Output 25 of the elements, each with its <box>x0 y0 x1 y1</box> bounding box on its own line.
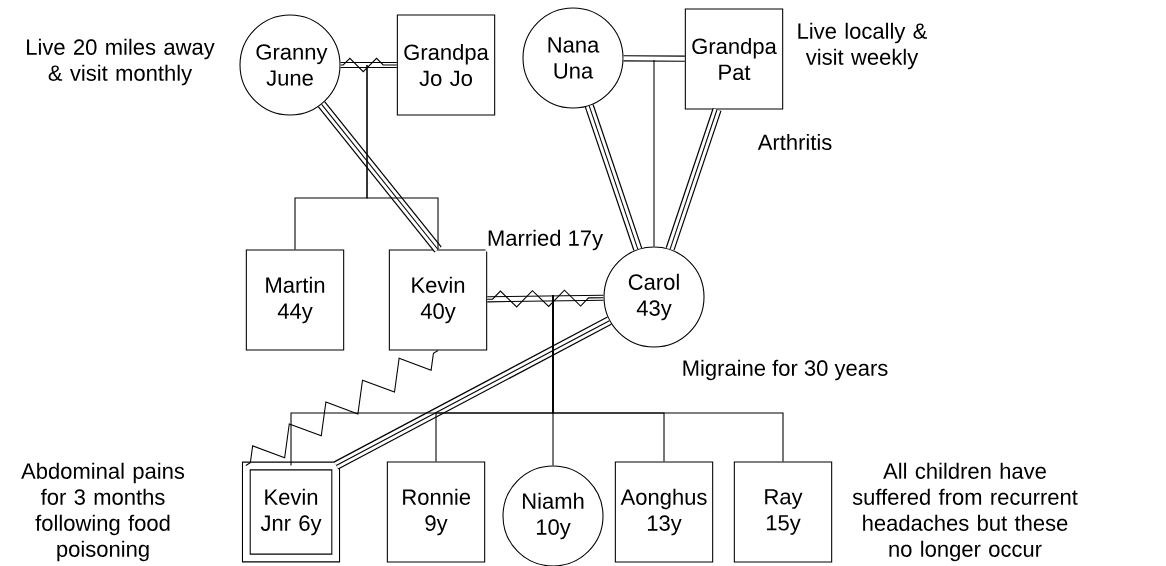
note-text: Migraine for 30 years <box>683 359 888 381</box>
person-box: Grandpa Pat <box>684 8 784 110</box>
double-line <box>623 55 685 62</box>
double-box: Kevin Jnr 6y <box>241 461 341 563</box>
triple-line <box>584 104 643 251</box>
marriage-line <box>486 289 604 308</box>
note-text: Arthritis <box>757 133 832 151</box>
zigzag-line <box>245 350 439 466</box>
descent-line <box>653 59 655 247</box>
person-box: Ronnie 9y <box>386 461 486 563</box>
note-text: Abdominal pains for 3 months following food poisoning <box>21 462 185 562</box>
person-box: Grandpa Jo Jo <box>396 14 496 116</box>
note-text: All children have suffered from recurrent headaches but these no longer occur <box>852 462 1078 562</box>
descent-line <box>366 64 439 250</box>
triple-line <box>334 316 612 470</box>
triple-line <box>318 101 442 253</box>
marriage-line <box>340 57 398 73</box>
person-box: Aonghus 13y <box>614 461 714 563</box>
edge-label: Married 17y <box>485 228 605 252</box>
person-box: Martin 44y <box>245 249 345 351</box>
note-text: Live 20 miles away & visit monthly <box>27 38 215 86</box>
triple-line <box>665 108 722 251</box>
person-box: Kevin 40y <box>388 249 488 351</box>
descent-line <box>552 294 784 462</box>
person-box: Ray 15y <box>733 461 833 563</box>
